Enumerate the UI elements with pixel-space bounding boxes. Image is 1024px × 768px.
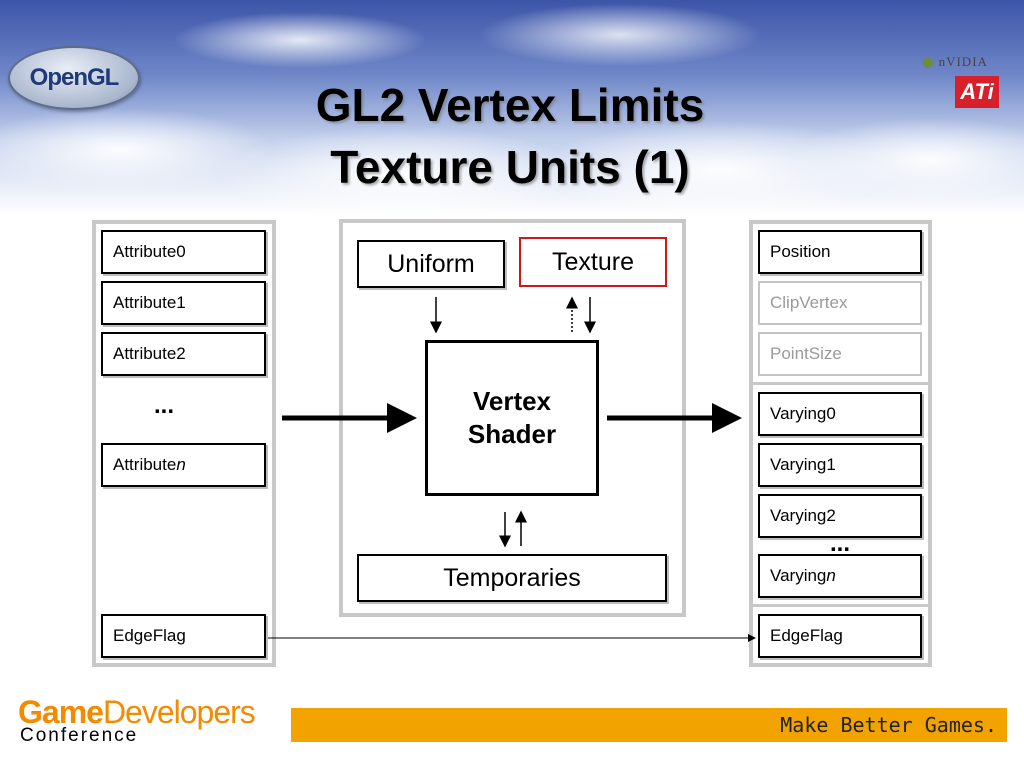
output-divider-top bbox=[753, 382, 928, 385]
edgeflag-label: EdgeFlag bbox=[770, 626, 843, 645]
pointsize-label: PointSize bbox=[770, 344, 842, 363]
gdc-developers-word: Developers bbox=[102, 694, 256, 730]
edgeflag-label: EdgeFlag bbox=[113, 626, 186, 645]
vertex-label: Vertex bbox=[472, 386, 552, 416]
varying-2-box: Varying2 bbox=[758, 494, 922, 538]
vertex-shader-box: Vertex Shader bbox=[425, 340, 599, 496]
varying-label: Varying2 bbox=[770, 506, 836, 525]
opengl-logo-text: OpenGL bbox=[29, 64, 120, 91]
pointsize-box: PointSize bbox=[758, 332, 922, 376]
attribute-n-prefix: Attribute bbox=[113, 455, 177, 474]
input-edgeflag-box: EdgeFlag bbox=[101, 614, 266, 658]
gdc-conference-word: Conference bbox=[20, 725, 139, 746]
nvidia-eye-icon: ◉ bbox=[922, 54, 935, 69]
attribute-2-box: Attribute2 bbox=[101, 332, 266, 376]
tagline-text: Make Better Games. bbox=[780, 713, 997, 737]
gdc-logo: GameDevelopers bbox=[18, 694, 256, 731]
temporaries-label: Temporaries bbox=[443, 563, 581, 592]
slide-title: GL2 Vertex Limits Texture Units (1) bbox=[230, 74, 790, 198]
sky-background bbox=[0, 0, 1024, 215]
texture-label: Texture bbox=[552, 247, 634, 276]
ati-logo: ATi bbox=[955, 76, 999, 108]
nvidia-logo-text: nVIDIA bbox=[938, 54, 988, 69]
gdc-game-word: Game bbox=[18, 694, 104, 730]
uniform-box: Uniform bbox=[357, 240, 505, 288]
output-edgeflag-box: EdgeFlag bbox=[758, 614, 922, 658]
attribute-label: Attribute1 bbox=[113, 293, 186, 312]
title-line-2: Texture Units (1) bbox=[330, 141, 690, 193]
varying-label: Varying1 bbox=[770, 455, 836, 474]
temporaries-box: Temporaries bbox=[357, 554, 667, 602]
position-box: Position bbox=[758, 230, 922, 274]
attribute-ellipsis: ... bbox=[154, 392, 175, 419]
varying-1-box: Varying1 bbox=[758, 443, 922, 487]
varying-n-suffix: n bbox=[826, 566, 836, 585]
attribute-n-suffix: n bbox=[176, 455, 186, 474]
ati-logo-text: ATi bbox=[960, 79, 994, 104]
attribute-label: Attribute0 bbox=[113, 242, 186, 261]
tagline-banner: Make Better Games. bbox=[291, 708, 1007, 742]
nvidia-logo: ◉ nVIDIA bbox=[922, 54, 988, 70]
clipvertex-box: ClipVertex bbox=[758, 281, 922, 325]
position-label: Position bbox=[770, 242, 831, 261]
title-line-1: GL2 Vertex Limits bbox=[315, 79, 705, 131]
output-divider-bottom bbox=[753, 604, 928, 607]
varying-0-box: Varying0 bbox=[758, 392, 922, 436]
uniform-label: Uniform bbox=[387, 249, 475, 278]
attribute-0-box: Attribute0 bbox=[101, 230, 266, 274]
attribute-label: Attribute2 bbox=[113, 344, 186, 363]
varying-label: Varying0 bbox=[770, 404, 836, 423]
shader-label: Shader bbox=[467, 419, 557, 449]
texture-box: Texture bbox=[519, 237, 667, 287]
varying-ellipsis: ... bbox=[830, 530, 851, 557]
clipvertex-label: ClipVertex bbox=[770, 293, 848, 312]
opengl-logo: OpenGL bbox=[8, 46, 140, 110]
attribute-1-box: Attribute1 bbox=[101, 281, 266, 325]
varying-n-prefix: Varying bbox=[770, 566, 827, 585]
